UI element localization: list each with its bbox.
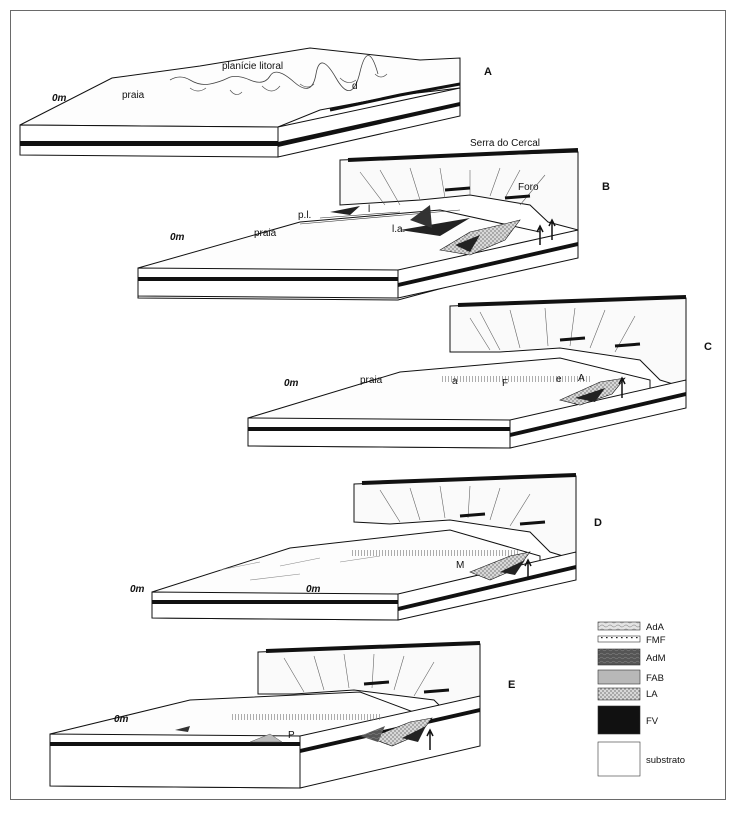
panel-b-mountain — [339, 151, 579, 231]
panel-e-letter: E — [508, 679, 515, 691]
legend-label-la: LA — [646, 689, 658, 700]
panel-a: 0m praia planície litoral d A — [19, 47, 492, 158]
panel-b-pl-label: p.l. — [298, 210, 311, 221]
panel-a-surface — [19, 47, 461, 128]
panel-d-m-label: M — [456, 560, 464, 571]
panel-b-la-label: l.a. — [392, 224, 405, 235]
panel-d-mountain — [353, 475, 577, 561]
panel-b-foro-label: Foro — [518, 182, 539, 193]
panel-a-fv-layer — [20, 141, 278, 146]
panel-c-mountain — [449, 297, 687, 389]
legend-swatch-ada — [597, 621, 641, 631]
panel-b: 0m praia Serra do Cercal Foro p.l. l l.a… — [137, 138, 610, 301]
panel-c-a-label: a — [452, 376, 458, 387]
panel-e-zero-label: 0m — [114, 714, 129, 725]
panel-b-letter: B — [602, 181, 610, 193]
legend-label-fmf: FMF — [646, 635, 666, 646]
legend-label-fv: FV — [646, 716, 659, 727]
panel-b-serra-label: Serra do Cercal — [470, 138, 540, 149]
panel-e: 0m P E — [49, 641, 515, 789]
panel-c-A-label: A — [578, 373, 585, 384]
legend-swatch-la — [597, 687, 641, 701]
legend: AdA FMF AdM FAB LA FV substrato — [597, 621, 685, 777]
panel-b-praia-label: praia — [254, 228, 277, 239]
panel-e-mountain — [257, 643, 481, 731]
panel-c-e-label: e — [556, 374, 562, 385]
panel-d-letter: D — [594, 517, 602, 529]
panel-b-zero-label: 0m — [170, 232, 185, 243]
panel-a-plain-lines — [169, 55, 379, 91]
legend-swatch-fv — [597, 705, 641, 735]
legend-label-substrato: substrato — [646, 755, 685, 766]
panel-a-praia-label: praia — [122, 90, 145, 101]
panel-a-d-label: d — [352, 81, 358, 92]
legend-label-adm: AdM — [646, 653, 666, 664]
panel-c-praia-label: praia — [360, 375, 383, 386]
legend-label-ada: AdA — [646, 622, 665, 633]
legend-swatch-adm — [597, 648, 641, 666]
panel-c-letter: C — [704, 341, 712, 353]
panel-e-p-label: P — [288, 730, 295, 741]
legend-swatch-fab — [597, 669, 641, 685]
panel-a-planicie-label: planície litoral — [222, 61, 283, 72]
panel-c: 0m praia a F e A C — [247, 295, 712, 449]
panel-b-l-label: l — [368, 204, 370, 215]
legend-label-fab: FAB — [646, 673, 664, 684]
panel-d: 0m 0m M D — [130, 473, 602, 621]
legend-swatch-fmf — [597, 635, 641, 643]
legend-swatch-substrato — [597, 741, 641, 777]
panel-b-fault-arrows — [536, 218, 556, 245]
panel-d-zero-mid-label: 0m — [306, 584, 321, 595]
panel-d-zero-left-label: 0m — [130, 584, 145, 595]
panel-a-letter: A — [484, 66, 492, 78]
panel-c-zero-label: 0m — [284, 378, 299, 389]
panel-a-zero-label: 0m — [52, 93, 67, 104]
panel-c-f-label: F — [502, 378, 508, 389]
